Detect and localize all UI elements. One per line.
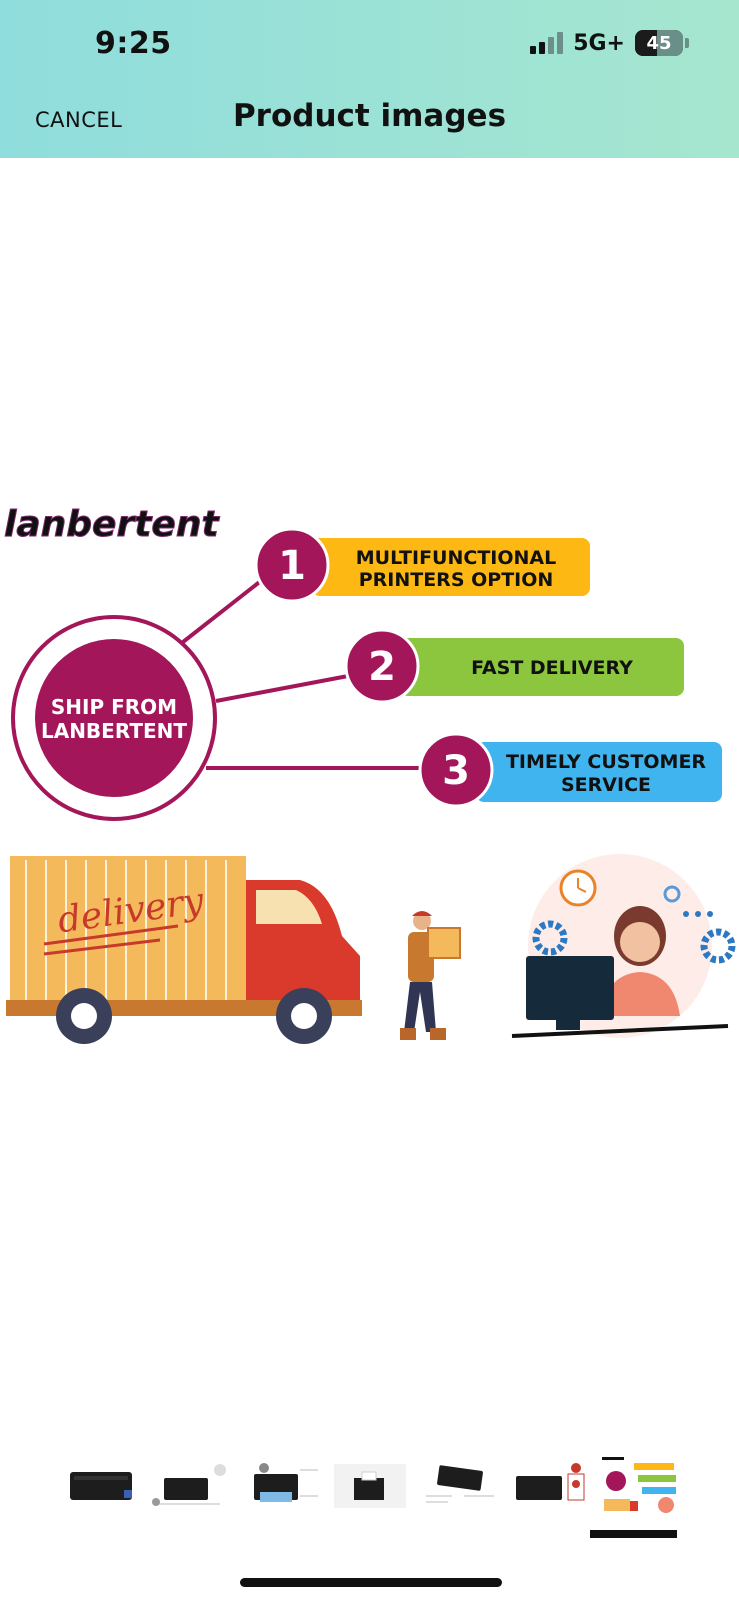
thumbnail-7-selected[interactable]: [600, 1450, 680, 1520]
feature-1-line-2: PRINTERS OPTION: [359, 569, 554, 591]
feature-1-line-1: MULTIFUNCTIONAL: [356, 547, 556, 569]
thumbnail-4[interactable]: [330, 1450, 410, 1520]
feature-1-banner: [312, 538, 590, 596]
product-image[interactable]: lanbertent SHIP FROM LANBERTENT 1 MULTIF…: [0, 496, 739, 1236]
image-viewer[interactable]: lanbertent SHIP FROM LANBERTENT 1 MULTIF…: [0, 158, 739, 1448]
support-illustration: [511, 854, 736, 1038]
thumbnail-1[interactable]: [60, 1450, 140, 1520]
network-type: 5G+: [573, 30, 625, 56]
status-icons: 5G+ 45: [530, 30, 689, 56]
battery-percent: 45: [646, 32, 672, 54]
feature-3-line-1: TIMELY CUSTOMER: [506, 751, 706, 773]
feature-3-line-2: SERVICE: [561, 774, 651, 796]
feature-3-number: 3: [442, 748, 470, 794]
hub-circle: [35, 639, 193, 797]
selected-thumbnail-indicator: [590, 1530, 677, 1538]
feature-2-number: 2: [368, 644, 396, 690]
thumbnail-6[interactable]: [510, 1450, 590, 1520]
battery-icon: 45: [635, 30, 689, 56]
thumbnail-2[interactable]: [150, 1450, 230, 1520]
top-bar: 9:25 5G+ 45 CANCEL Product images: [0, 0, 739, 158]
home-indicator[interactable]: [240, 1578, 502, 1587]
feature-2-line-1: FAST DELIVERY: [471, 657, 633, 679]
feature-3-banner: [476, 742, 722, 802]
brand-logo: lanbertent: [4, 504, 220, 545]
thumbnail-3[interactable]: [240, 1450, 320, 1520]
thumbnail-strip: [60, 1450, 680, 1520]
cancel-button[interactable]: CANCEL: [35, 108, 123, 132]
feature-2-banner: [400, 638, 684, 696]
thumbnail-5[interactable]: [420, 1450, 500, 1520]
truck-illustration: delivery: [6, 856, 362, 1044]
status-time: 9:25: [95, 26, 172, 61]
hub-line-2: LANBERTENT: [41, 719, 187, 743]
cellular-signal-icon: [530, 32, 564, 54]
hub-line-1: SHIP FROM: [51, 695, 177, 719]
feature-1-number: 1: [278, 543, 306, 589]
courier-illustration: [400, 911, 461, 1040]
page-title: Product images: [232, 98, 507, 134]
